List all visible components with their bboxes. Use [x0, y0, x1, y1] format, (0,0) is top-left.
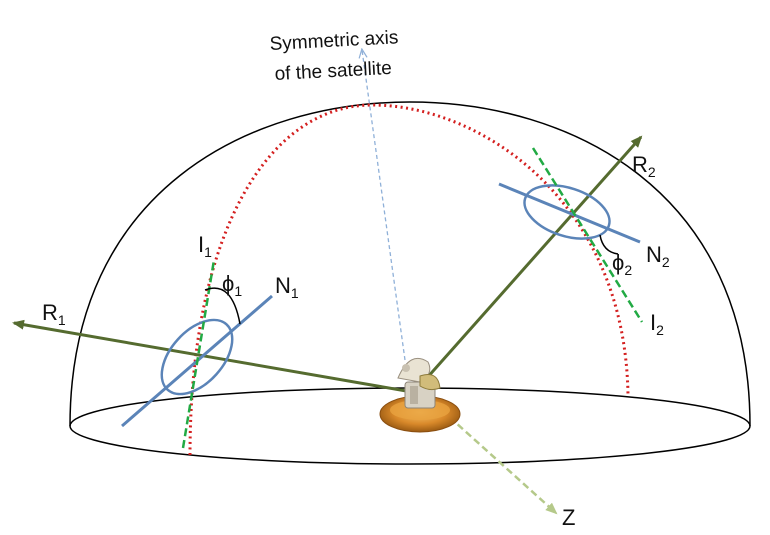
label-r1: R1: [42, 300, 66, 328]
ray-r1: [12, 319, 413, 394]
left-receiver: [121, 259, 273, 449]
label-phi1: ϕ1: [222, 271, 242, 299]
label-n2: N2: [646, 242, 670, 270]
z-axis-line: [424, 394, 558, 515]
label-z: Z: [562, 505, 575, 530]
label-phi2: ϕ2: [612, 250, 632, 278]
axis-label-line1: Symmetric axis: [269, 27, 399, 55]
label-i1: I1: [198, 232, 212, 260]
angle-phi1-arc: [204, 287, 241, 325]
label-r2: R2: [632, 152, 656, 180]
dome-arc: [69, 101, 751, 427]
normal-n2: [498, 182, 641, 244]
right-receiver-ellipse: [523, 184, 611, 240]
angle-phi2-arc: [599, 234, 619, 255]
label-i2: I2: [650, 310, 664, 338]
label-n1: N1: [275, 273, 299, 301]
axis-label-line2: of the satellite: [274, 58, 392, 85]
symmetric-axis-line: [362, 50, 406, 361]
ray-r2: [416, 135, 643, 389]
left-receiver-ellipse: [160, 318, 234, 396]
right-receiver: [498, 147, 644, 323]
incidence-i2: [531, 147, 644, 323]
incidence-i1: [181, 259, 216, 449]
satellite: [379, 358, 461, 433]
